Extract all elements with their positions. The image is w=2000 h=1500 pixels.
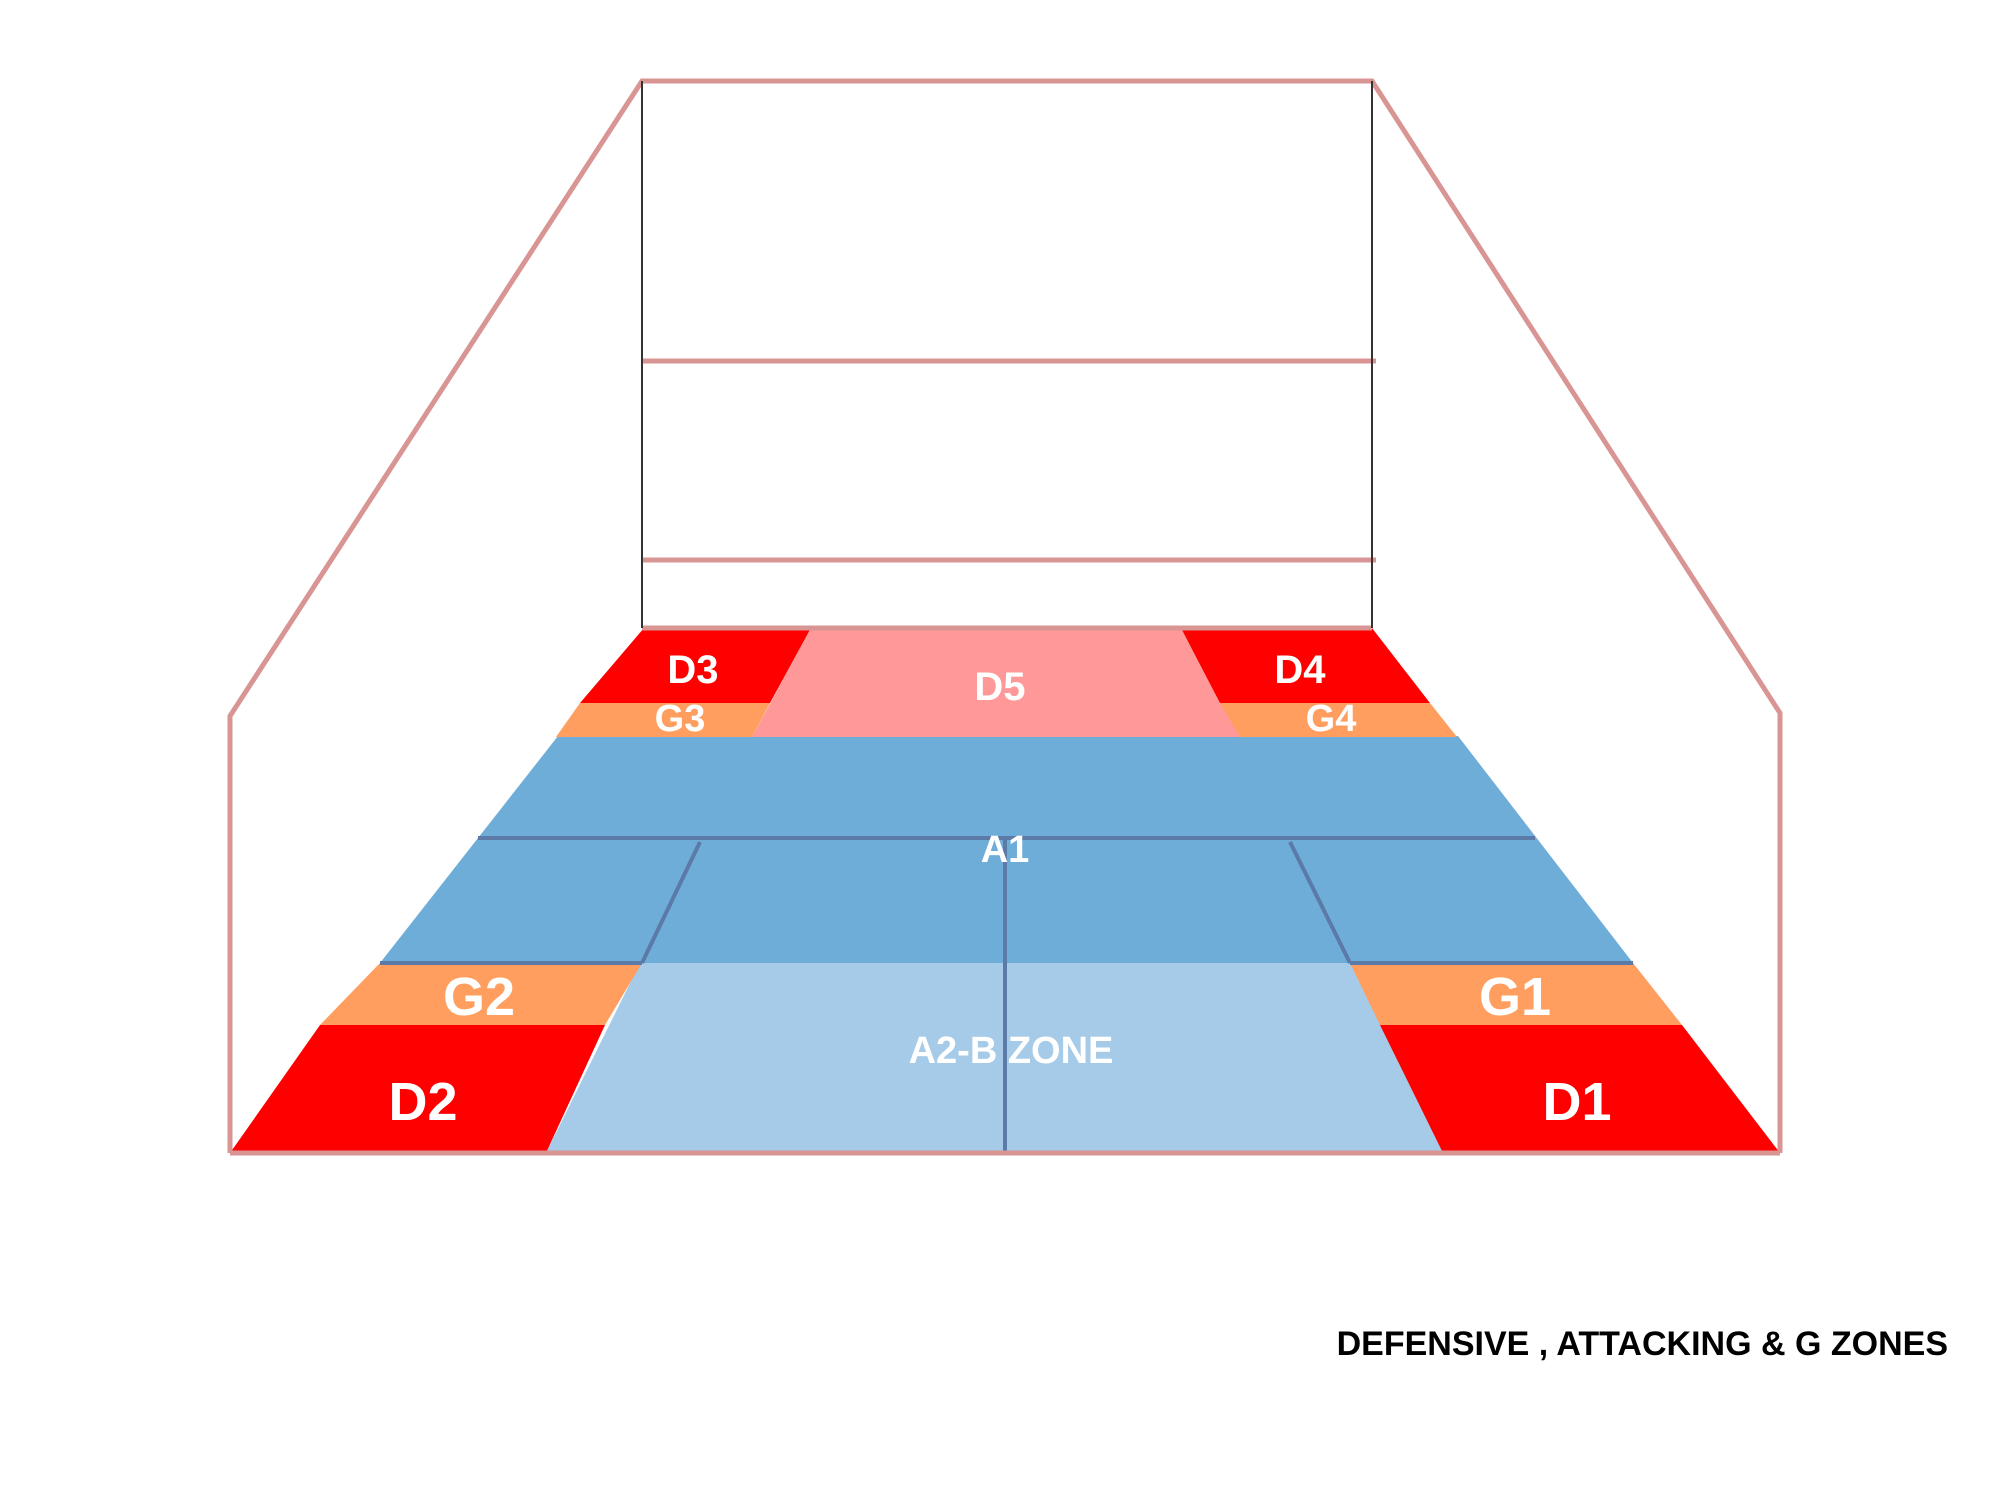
zone-g3 (556, 703, 770, 737)
front-wall-edges (641, 81, 1373, 628)
label-d4: D4 (1274, 648, 1326, 692)
label-a1: A1 (981, 829, 1030, 871)
label-g3: G3 (655, 698, 706, 740)
court-outline (227, 78, 1783, 1156)
label-a2-b-zone: A2-B ZONE (909, 1030, 1114, 1072)
zone-d1 (1380, 1025, 1780, 1153)
zone-d4 (1181, 628, 1430, 703)
label-d3: D3 (667, 648, 718, 692)
label-g2: G2 (443, 967, 515, 1027)
zone-d5 (752, 628, 1240, 737)
label-g4: G4 (1306, 698, 1357, 740)
zone-g2 (320, 963, 642, 1025)
zone-a2-b (546, 963, 1443, 1153)
zone-d3 (580, 628, 811, 703)
court-floor (230, 628, 1780, 1153)
label-d1: D1 (1542, 1072, 1611, 1132)
zone-g4 (1220, 703, 1457, 737)
label-g1: G1 (1479, 967, 1551, 1027)
service-box-right-line (1288, 841, 1352, 964)
zone-dividers (380, 836, 1633, 1153)
zone-g1 (1350, 963, 1682, 1025)
service-box-left-line (640, 841, 702, 964)
zone-d2 (230, 1025, 605, 1153)
label-d2: D2 (388, 1072, 457, 1132)
diagram-caption: DEFENSIVE , ATTACKING & G ZONES (1337, 1325, 1948, 1363)
label-d5: D5 (974, 665, 1025, 709)
